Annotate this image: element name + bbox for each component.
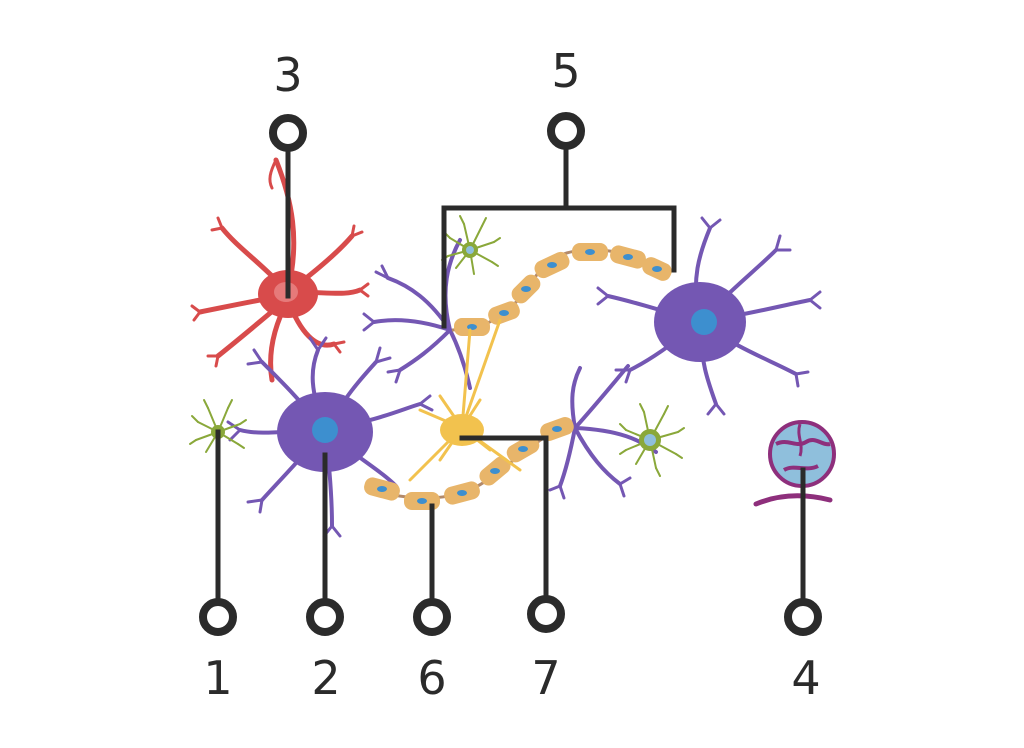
purple-neuron-right-nucleus [691, 309, 717, 335]
blood-vessel [753, 420, 836, 507]
leader-lines [215, 128, 806, 620]
label-pin-1 [199, 598, 237, 636]
label-pin-3 [269, 114, 307, 152]
label-2: 2 [311, 651, 341, 705]
purple-neuron-middle [362, 238, 472, 390]
green-microglia-right-nucleus [644, 434, 656, 446]
myelin-sheath-lower [364, 416, 574, 510]
label-pin-6 [413, 598, 451, 636]
label-pin-2 [306, 598, 344, 636]
label-4: 4 [791, 651, 821, 705]
purple-neuron-left-nucleus [312, 417, 338, 443]
label-1: 1 [203, 651, 233, 705]
green-microglia-right [619, 403, 685, 477]
label-7: 7 [531, 651, 561, 705]
red-astrocyte [190, 157, 370, 383]
label-pin-5 [547, 112, 585, 150]
green-microglia-top-nucleus [466, 246, 474, 254]
myelin-sheath-upper [451, 243, 672, 336]
label-6: 6 [417, 651, 447, 705]
label-3: 3 [273, 48, 303, 102]
label-5: 5 [551, 44, 581, 98]
label-pin-7 [527, 595, 565, 633]
label-pin-4 [784, 598, 822, 636]
yellow-oligodendrocyte-body [440, 414, 484, 446]
